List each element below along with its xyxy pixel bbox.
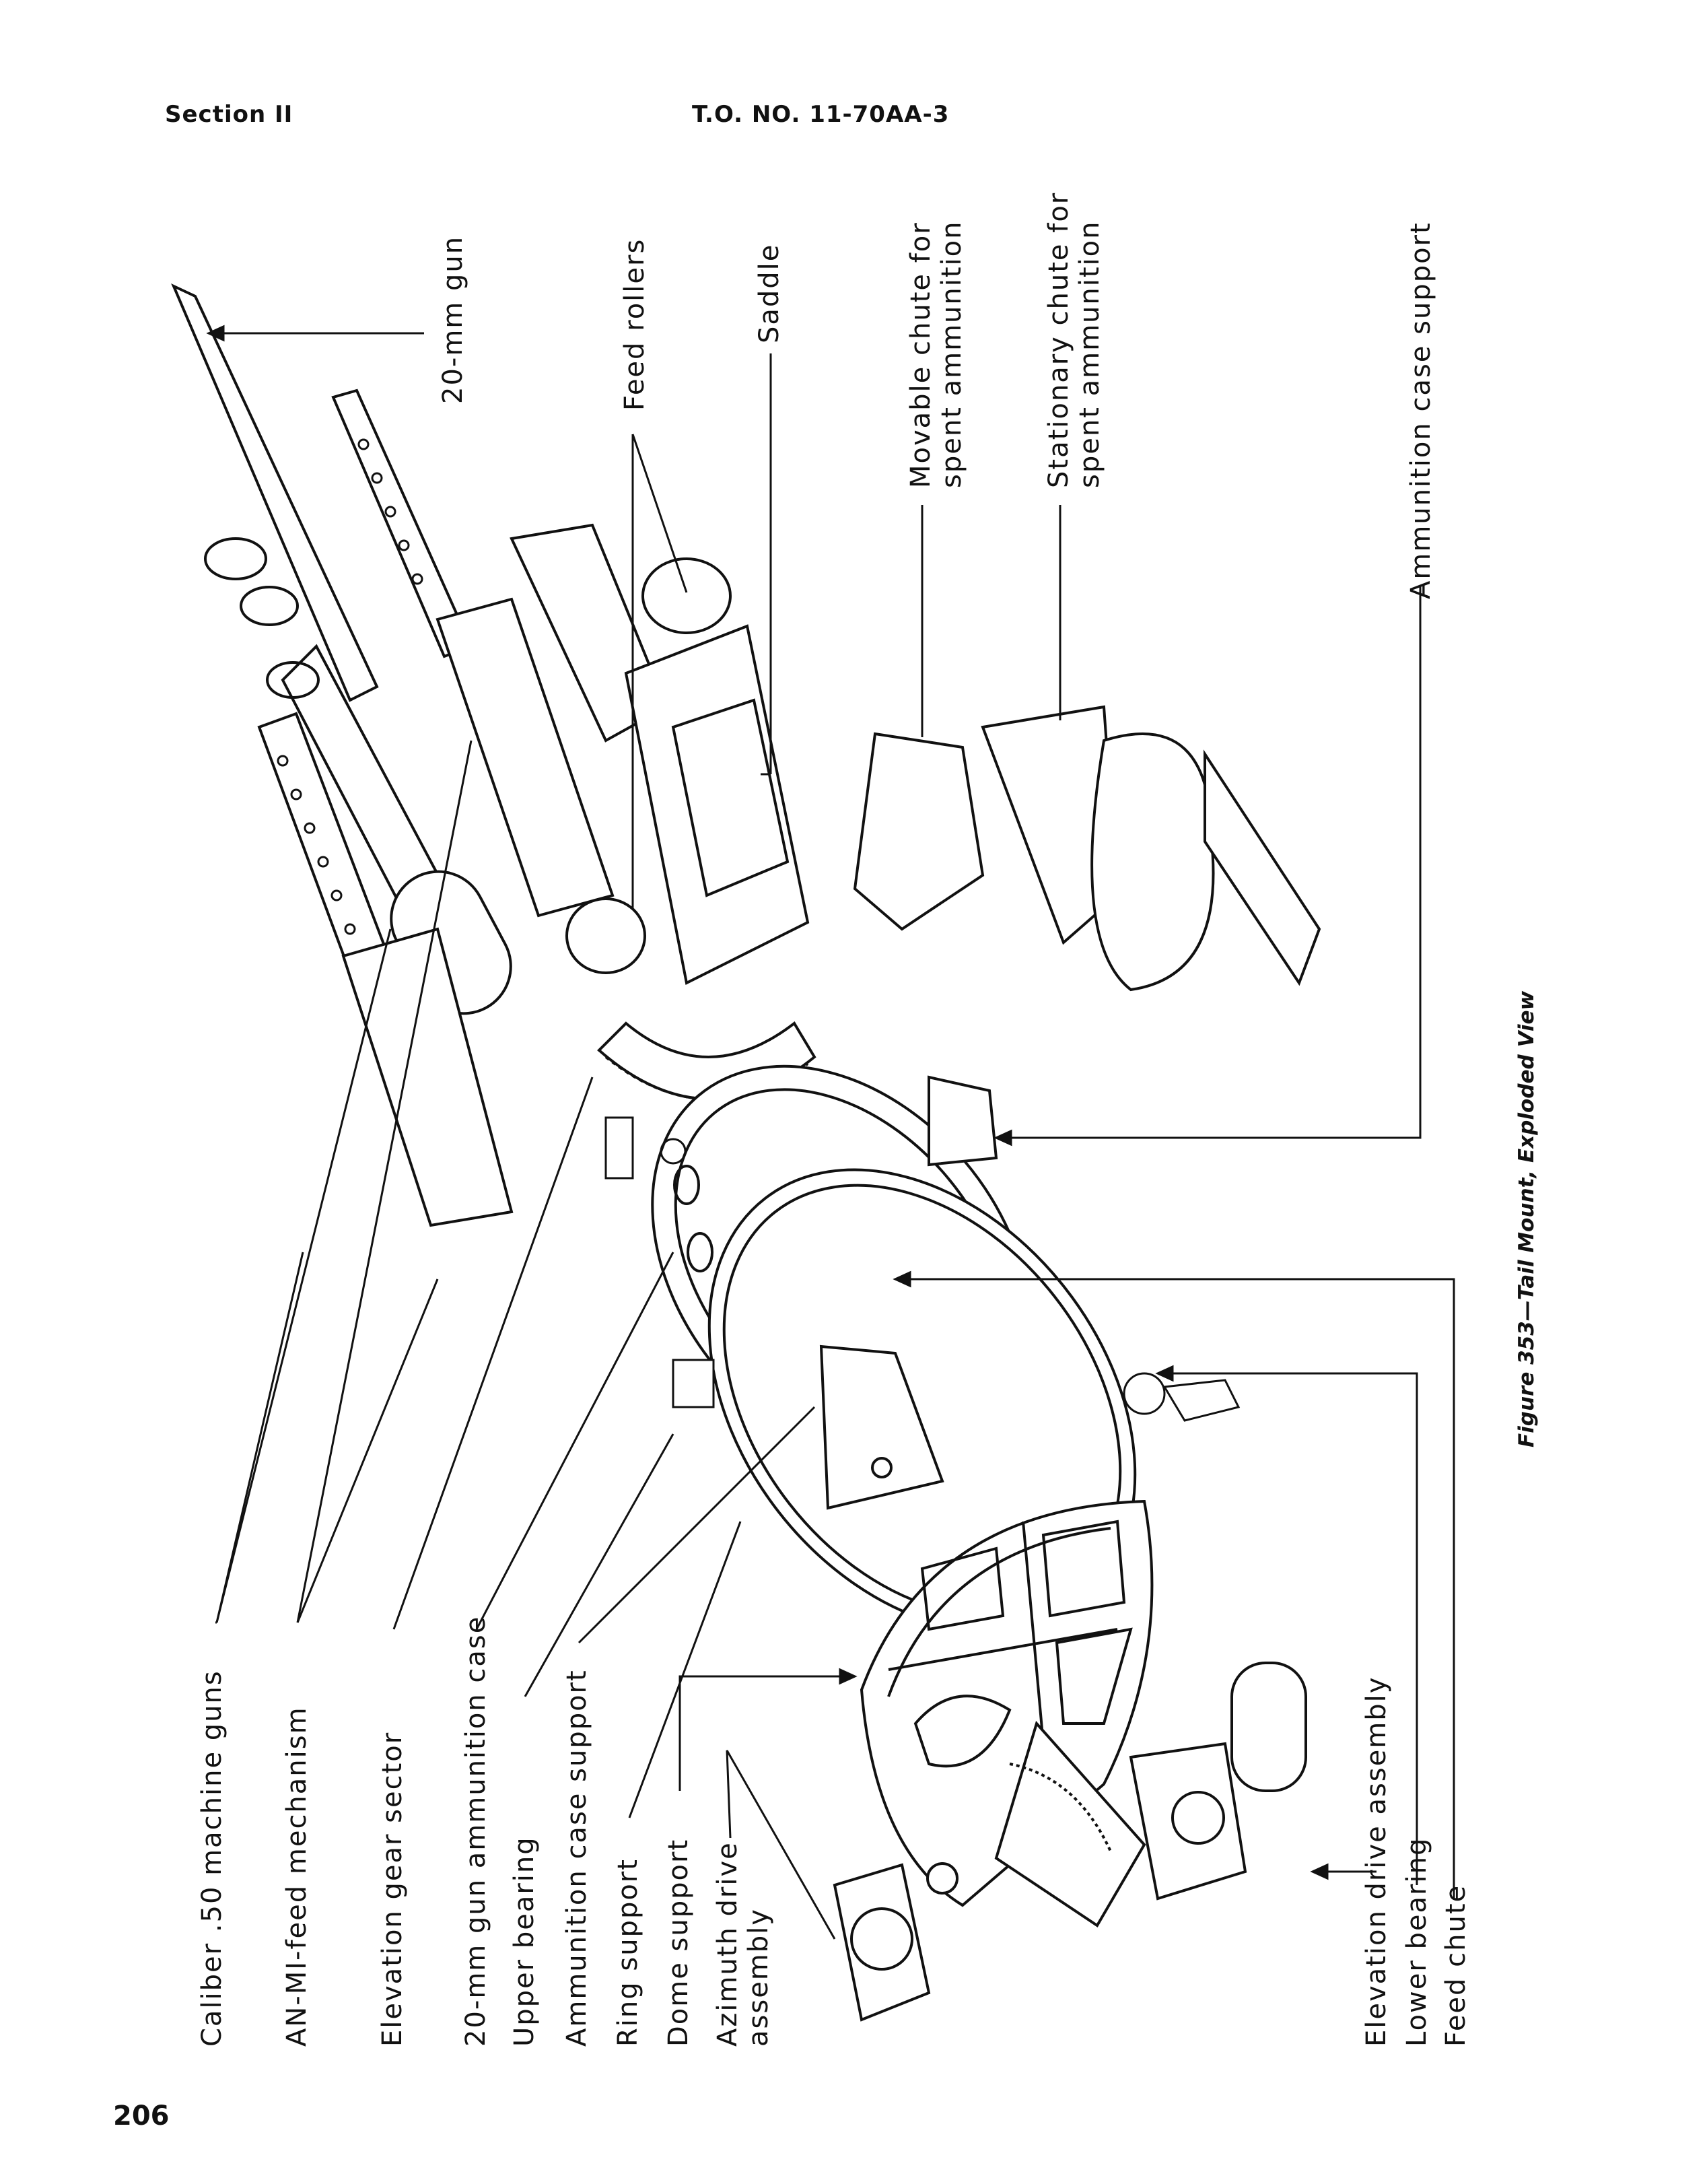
label-caliber-50-guns: Caliber .50 machine guns bbox=[197, 1670, 228, 2047]
label-text: 20-mm gun ammunition case bbox=[460, 1615, 491, 2047]
stationary-chute-drawing bbox=[981, 705, 1321, 992]
label-text: Elevation gear sector bbox=[377, 1731, 408, 2047]
leader-lines bbox=[206, 325, 1455, 1940]
label-text: Ring support bbox=[613, 1858, 643, 2047]
label-saddle: Saddle bbox=[754, 244, 785, 343]
document-number: T.O. NO. 11-70AA-3 bbox=[692, 101, 950, 128]
section-header: Section II bbox=[165, 101, 293, 128]
label-text-line1: Movable chute for bbox=[905, 221, 936, 488]
hardware-drawing bbox=[604, 1116, 1241, 1422]
label-ammo-case-support-top: Ammunition case support bbox=[1405, 221, 1436, 599]
label-azimuth-drive: Azimuth drive assembly bbox=[712, 1841, 774, 2047]
label-text: Upper bearing bbox=[509, 1836, 540, 2047]
label-stationary-chute: Stationary chute for spent ammunition bbox=[1043, 192, 1105, 488]
label-text-line1: Stationary chute for bbox=[1043, 191, 1074, 488]
figure-caption: Figure 353—Tail Mount, Exploded View bbox=[1514, 990, 1539, 1447]
label-ring-support: Ring support bbox=[613, 1858, 643, 2047]
elevation-drive-drawing bbox=[1129, 1662, 1307, 1901]
label-text: Lower bearing bbox=[1401, 1837, 1432, 2047]
caliber-50-right-drawing bbox=[331, 388, 615, 918]
label-ammo-case-support-bottom: Ammunition case support bbox=[561, 1669, 592, 2047]
label-20mm-ammo-case: 20-mm gun ammunition case bbox=[460, 1616, 491, 2047]
label-text: Elevation drive assembly bbox=[1361, 1676, 1392, 2047]
label-20mm-gun: 20-mm gun bbox=[438, 236, 468, 404]
label-text-line2: spent ammunition bbox=[1074, 220, 1105, 488]
azimuth-drive-drawing bbox=[833, 1862, 959, 2022]
label-text: 20-mm gun bbox=[438, 235, 468, 404]
label-text-line2: assembly bbox=[743, 1908, 774, 2047]
small-rings-drawing bbox=[204, 537, 320, 699]
label-text-line2: spent ammunition bbox=[936, 220, 967, 488]
label-text: Ammunition case support bbox=[1405, 221, 1436, 599]
label-movable-chute: Movable chute for spent ammunition bbox=[905, 221, 967, 488]
label-text-line1: Azimuth drive bbox=[712, 1841, 743, 2047]
label-feed-rollers: Feed rollers bbox=[619, 238, 650, 411]
dome-support-drawing bbox=[994, 1720, 1146, 1927]
label-feed-chute: Feed chute bbox=[1440, 1884, 1471, 2047]
label-text: Ammunition case support bbox=[561, 1669, 592, 2047]
movable-chute-drawing bbox=[853, 732, 985, 931]
caliber-50-left-drawing bbox=[257, 712, 514, 1227]
saddle-drawing bbox=[510, 523, 810, 985]
label-feed-mechanism: AN-MI-feed mechanism bbox=[281, 1706, 312, 2047]
label-dome-support: Dome support bbox=[663, 1839, 694, 2047]
label-text: Saddle bbox=[754, 243, 785, 343]
label-lower-bearing: Lower bearing bbox=[1401, 1837, 1432, 2047]
label-upper-bearing: Upper bearing bbox=[509, 1836, 540, 2047]
label-text: AN-MI-feed mechanism bbox=[281, 1706, 312, 2047]
label-elevation-gear-sector: Elevation gear sector bbox=[377, 1732, 408, 2047]
label-text: Caliber .50 machine guns bbox=[197, 1670, 228, 2047]
label-text: Feed chute bbox=[1440, 1884, 1471, 2047]
label-text: Dome support bbox=[663, 1838, 694, 2047]
label-text: Feed rollers bbox=[619, 238, 650, 411]
page-number: 206 bbox=[113, 2101, 170, 2131]
label-elevation-drive: Elevation drive assembly bbox=[1361, 1676, 1392, 2047]
